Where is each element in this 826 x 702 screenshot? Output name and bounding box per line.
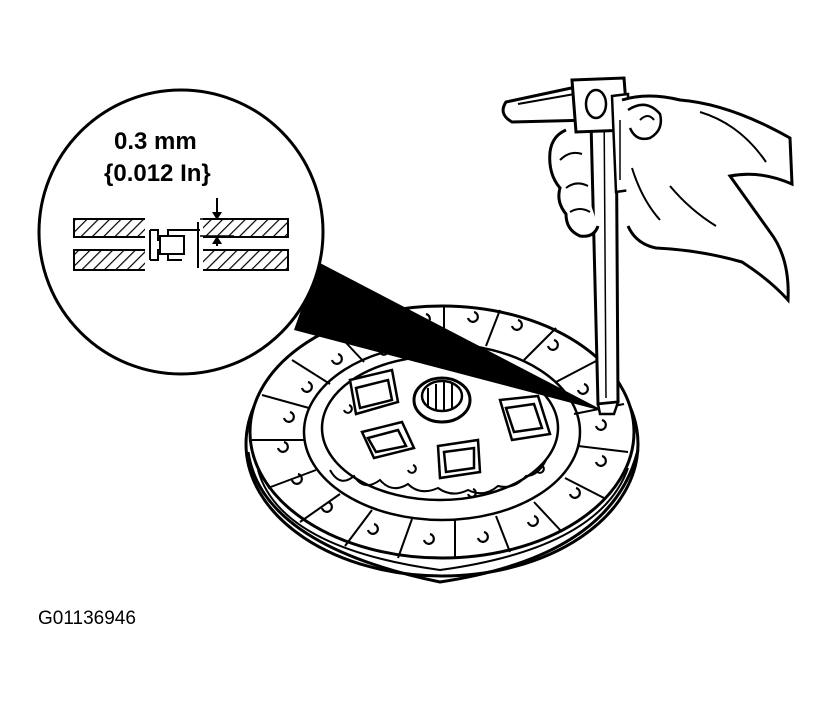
callout-leader bbox=[294, 262, 606, 412]
figure-code: G01136946 bbox=[38, 608, 136, 629]
clearance-mm-label: 0.3 mm bbox=[114, 128, 197, 155]
hand bbox=[548, 94, 794, 304]
damper-springs bbox=[348, 368, 552, 480]
lining-segments bbox=[252, 306, 629, 559]
magnified-detail-circle bbox=[37, 88, 325, 376]
clearance-in-label: {0.012 In} bbox=[104, 160, 211, 187]
